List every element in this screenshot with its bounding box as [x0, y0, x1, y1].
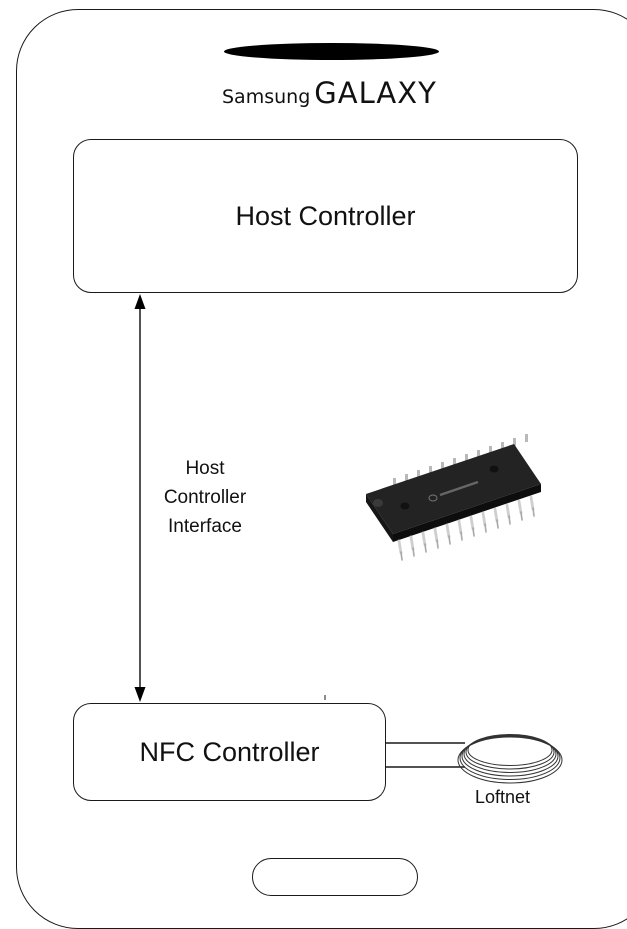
antenna-label: Loftnet — [475, 787, 531, 807]
brand-name: GALAXY — [314, 76, 437, 110]
interface-label-line-2: Controller — [163, 487, 247, 508]
nfc-controller-label: NFC Controller — [139, 736, 320, 767]
brand-prefix: Samsung — [222, 86, 311, 108]
diagram-graphics — [134, 294, 563, 784]
speaker-slot — [224, 43, 439, 60]
nfc-controller-box: NFC Controller — [73, 703, 386, 801]
host-controller-label: Host Controller — [235, 200, 416, 231]
host-controller-box: Host Controller — [73, 139, 578, 293]
coil-antenna-icon — [457, 734, 563, 784]
home-button[interactable] — [252, 858, 418, 896]
interface-label-line-1: Host — [185, 458, 225, 479]
interface-label-line-3: Interface — [168, 516, 242, 537]
interface-arrow — [134, 294, 146, 702]
interface-label: Host Controller Interface — [140, 454, 270, 541]
antenna-leads — [385, 742, 465, 768]
chip-icon — [366, 434, 541, 561]
